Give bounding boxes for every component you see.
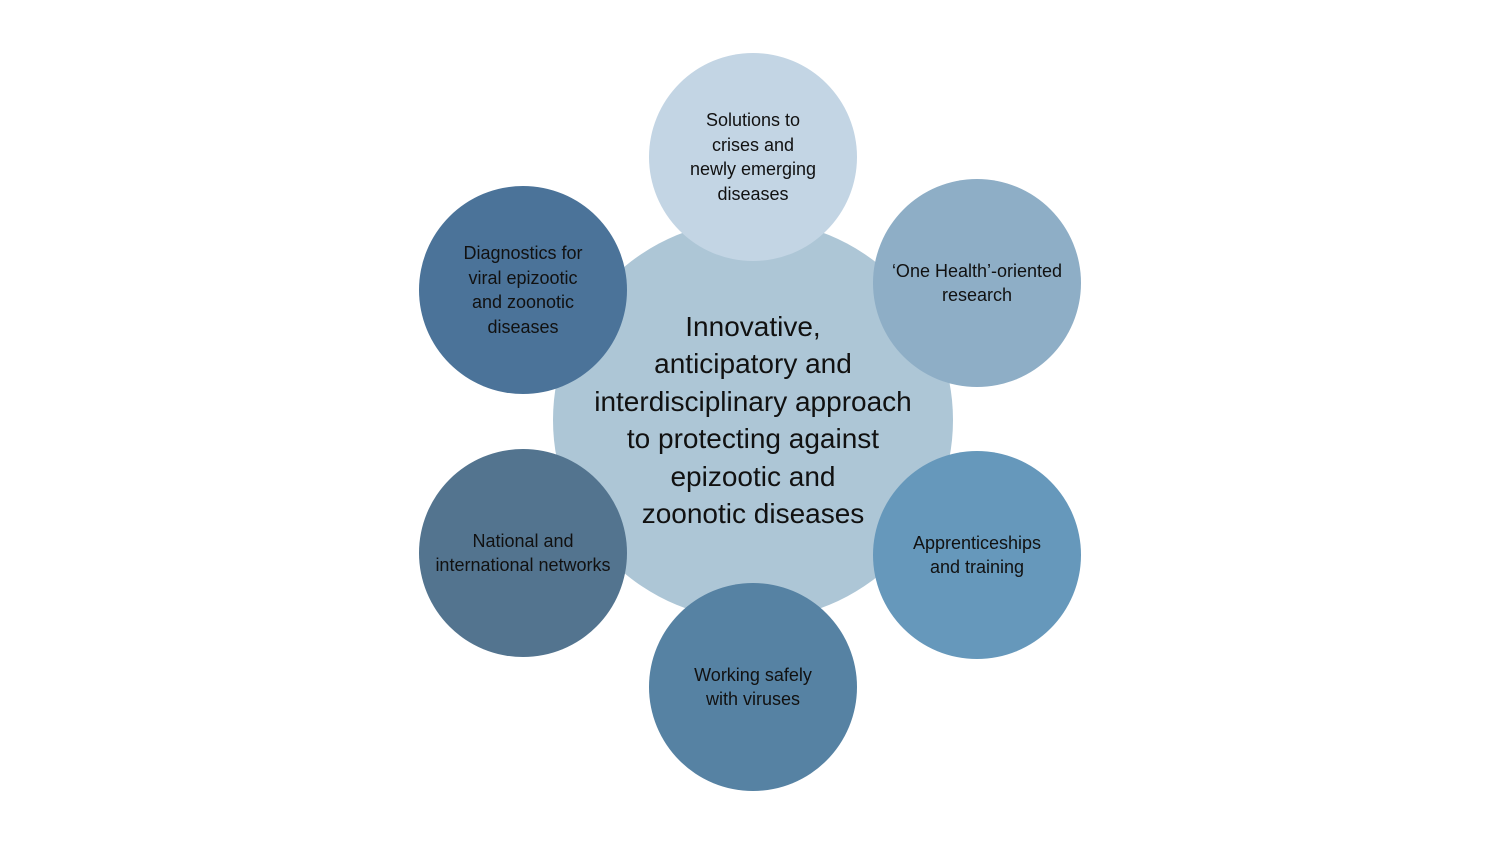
node-apprenticeships: Apprenticeships and training (873, 451, 1081, 659)
node-networks: National and international networks (419, 449, 627, 657)
node-label: Diagnostics for viral epizootic and zoon… (463, 243, 583, 337)
central-concept-label: Innovative, anticipatory and interdiscip… (594, 310, 912, 530)
node-label: Apprenticeships and training (912, 532, 1042, 578)
node-label: Working safely with viruses (694, 664, 812, 710)
node-label: ‘One Health’-oriented research (891, 260, 1063, 306)
node-solutions-crises: Solutions to crises and newly emerging d… (649, 53, 857, 261)
node-working-safely: Working safely with viruses (649, 583, 857, 791)
node-diagnostics: Diagnostics for viral epizootic and zoon… (419, 186, 627, 394)
node-label: Solutions to crises and newly emerging d… (689, 110, 817, 204)
node-one-health: ‘One Health’-oriented research (873, 179, 1081, 387)
node-label: National and international networks (435, 530, 611, 576)
